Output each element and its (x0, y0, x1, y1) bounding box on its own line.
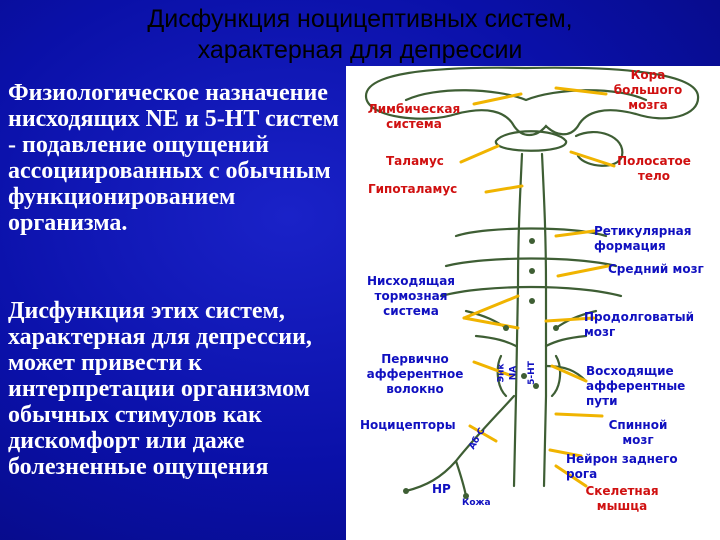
label-dorsal-horn: Нейрон заднего рога (566, 452, 678, 481)
neuron-bodies (403, 238, 559, 499)
title-line-2: характерная для депрессии (197, 36, 523, 64)
label-5ht: 5-HT (526, 361, 537, 385)
label-enk: Энк (496, 363, 507, 383)
label-cortex: Кора большого мозга (613, 68, 683, 112)
paragraph-physiology: Физиологическое назначение нисходящих NE… (8, 80, 339, 236)
label-skeletal: Скелетная мышца (585, 484, 659, 513)
label-ne: NA (508, 365, 519, 381)
label-skin: Кожа (462, 498, 491, 508)
label-ascending: Восходящие афферентные пути (586, 364, 686, 408)
title-line-1: Дисфункция ноцицептивных систем, (147, 5, 573, 33)
nociception-diagram: Кора большого мозга Лимбическая система … (346, 66, 720, 540)
descending-fibers (464, 309, 598, 348)
label-descending: Нисходящая тормозная система (366, 274, 455, 318)
slide-title: Дисфункция ноцицептивных систем, характе… (0, 4, 720, 66)
label-reticular: Ретикулярная формация (594, 224, 692, 253)
label-thalamus: Таламус (386, 154, 444, 168)
label-striatum: Полосатое тело (617, 154, 691, 183)
skin-fiber (454, 459, 468, 498)
label-medulla: Продолговатый мозг (584, 310, 695, 339)
cortex-shape (364, 66, 700, 137)
reticular-branches (439, 227, 623, 298)
paragraph-dysfunction: Дисфункция этих систем, характерная для … (8, 298, 312, 480)
label-np: НР (432, 482, 451, 496)
label-connectors (459, 86, 616, 488)
thalamus-shape (494, 130, 568, 152)
label-spinal: Спинной мозг (608, 418, 668, 447)
striatum-shape (574, 131, 624, 167)
spinal-segment (496, 354, 562, 398)
limbic-loop (404, 89, 648, 102)
label-afferent: Первично афферентное волокно (366, 352, 464, 396)
brainstem-left (512, 152, 524, 488)
label-hypothalamus: Гипоталамус (368, 182, 458, 196)
label-limbic: Лимбическая система (367, 102, 461, 131)
label-midbrain: Средний мозг (608, 262, 704, 276)
diagram-drawing (364, 66, 700, 499)
label-nociceptors: Ноцицепторы (360, 418, 456, 432)
